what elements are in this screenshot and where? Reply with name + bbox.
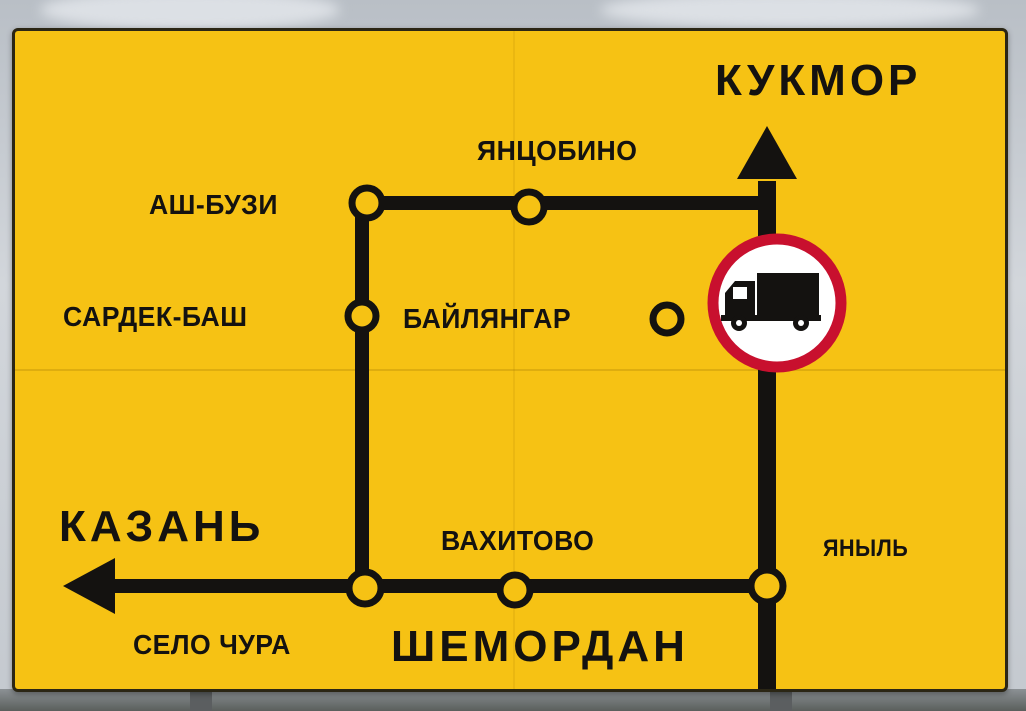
cloud — [40, 0, 340, 30]
node-yanyl — [747, 566, 787, 606]
panel-seam — [15, 369, 1005, 371]
panel-seam — [513, 31, 515, 689]
place-yanyl: ЯНЫЛЬ — [823, 535, 909, 562]
route-diagram — [63, 126, 847, 689]
place-yantsobino: ЯНЦОБИНО — [477, 135, 638, 166]
node-yantsobino — [510, 188, 548, 226]
node-ash-buzi — [348, 184, 386, 222]
node-selo-chura — [345, 568, 385, 608]
node-vakhitovo — [496, 571, 534, 609]
ground — [0, 689, 1026, 711]
cloud — [600, 0, 980, 28]
place-sardek-bash: САРДЕК-БАШ — [63, 301, 248, 332]
node-baylyangar — [649, 301, 685, 337]
place-ash-buzi: АШ-БУЗИ — [149, 189, 278, 220]
node-sardek-bash — [344, 298, 380, 334]
place-baylyangar: БАЙЛЯНГАР — [403, 303, 572, 334]
destination-kukmor: КУКМОР — [715, 56, 922, 105]
arrow-left-icon — [63, 558, 115, 614]
town-shemordan: ШЕМОРДАН — [391, 622, 689, 671]
place-selo-chura: СЕЛО ЧУРА — [133, 629, 291, 660]
detour-road-sign: КУКМОР ЯНЦОБИНО АШ-БУЗИ САРДЕК-БАШ БАЙЛЯ… — [12, 28, 1008, 692]
destination-kazan: КАЗАНЬ — [59, 502, 265, 551]
arrow-up-icon — [737, 126, 797, 179]
no-trucks-sign-icon — [707, 233, 847, 373]
place-vakhitovo: ВАХИТОВО — [441, 525, 595, 556]
